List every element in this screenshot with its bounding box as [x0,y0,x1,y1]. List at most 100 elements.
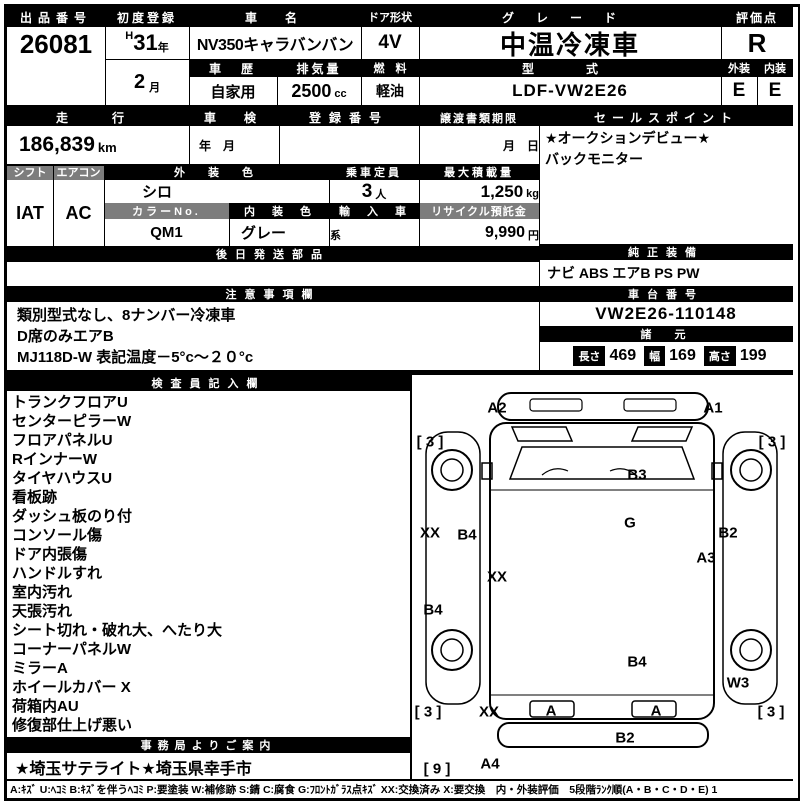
inspector-note-item: ダッシュ板のり付 [12,508,133,525]
wheel-rear-right-hub [739,638,763,662]
left-taillight-icon [529,700,575,718]
damage-marker: A2 [487,399,507,417]
inspector-note-item: ドア内張傷 [12,546,88,563]
damage-marker: A4 [480,755,500,773]
divider [419,7,420,246]
recycle-deposit-label: リサイクル預託金 [419,203,539,219]
score-value: R [747,27,767,58]
inspector-note-item: トランクフロアU [12,394,128,411]
note-line-2: D席のみエアB [17,328,114,345]
inspector-note-item: ミラーA [12,660,68,677]
exterior-color-label: 外 装 色 [104,164,329,180]
import-value [329,219,419,246]
damage-marker: B3 [627,466,647,484]
divider [7,779,793,781]
displacement-value: 2500 cc [277,77,361,105]
color-no-label: カラーNo. [104,203,229,219]
left-mirror-icon [481,462,493,480]
length-label: 長さ [573,346,606,366]
first-registration-year: H 31 年 [105,27,189,59]
shift-value: IAT [16,202,44,223]
inspector-note-item: 修復部仕上げ悪い [12,717,133,734]
interior-color-suffix: 系 [330,230,341,242]
wheel-front-right-hub [739,458,763,482]
divider [7,105,793,109]
later-parts-label: 後日発送部品 [7,246,539,262]
capacity-label: 乗車定員 [329,164,419,180]
score-label: 評価点 [721,7,793,27]
exterior-score-value: E [732,80,746,101]
registration-no-label: 登録番号 [279,109,419,126]
car-history-label: 車 歴 [189,59,277,77]
exterior-color-value: シロ [142,184,173,201]
max-load-unit: kg [526,188,539,200]
dimensions-label: 諸 元 [539,326,793,342]
displacement-label: 排気量 [277,59,361,77]
first-registration-label: 初度登録 [105,7,189,27]
model-code-label: 型 式 [419,59,721,77]
mileage-unit: km [97,140,117,155]
displacement-unit: cc [334,87,347,100]
interior-score-label: 内装 [757,59,793,77]
divider [7,370,793,375]
chassis-no-value: VW2E26-110148 [595,304,737,323]
notes-label: 注意事項欄 [7,286,539,302]
left-wiper-icon [541,468,569,476]
front-grille-right-icon [623,398,677,412]
divider [410,375,412,779]
divider [105,7,106,105]
recycle-deposit-value: 9,990 円 [419,219,549,246]
inspector-note-item: フロアパネルU [12,432,113,449]
height-label: 高さ [703,346,736,366]
damage-marker: B4 [423,601,443,619]
car-name-value: NV350キャラバンバン [196,37,354,54]
inspector-note-item: タイヤハウスU [12,470,113,487]
inspector-note-item: 荷箱内AU [12,698,79,715]
note-line-1: 類別型式なし、8ナンバー冷凍車 [17,307,236,324]
inspector-note-item: ハンドルすれ [12,565,103,582]
model-code-value: LDF-VW2E26 [512,81,628,100]
auction-no-value: 26081 [19,28,93,59]
right-mirror-icon [711,462,723,480]
damage-marker: [ 3 ] [414,703,442,721]
mileage-number: 186,839 [19,133,95,156]
auction-no-label: 出品番号 [7,7,105,27]
shaken-value: 年 月 [199,138,236,153]
registration-no-value [279,126,419,164]
height-value: 199 [739,347,767,364]
wheel-rear-right-icon [730,629,772,671]
shift-label: シフト [7,164,53,180]
max-load-value: 1,250 kg [419,180,547,203]
divider [279,109,280,164]
car-history-value: 自家用 [210,83,256,101]
damage-marker: [ 3 ] [757,703,785,721]
car-outline [425,392,778,748]
interior-color-value: グレー 系 [229,219,355,246]
door-shape-value: 4V [378,32,402,53]
damage-marker: B2 [718,524,738,542]
left-headlight-icon [510,426,574,442]
displacement-number: 2500 [291,80,332,101]
transfer-docs-value: 月 日 [502,138,539,153]
sales-points-label: セールスポイント [539,109,793,126]
exterior-score-label: 外装 [721,59,757,77]
divider [229,203,230,246]
first-registration-month: 2 月 [105,59,189,105]
wheel-rear-left-icon [431,629,473,671]
inspector-notes-label: 検査員記入欄 [7,375,410,391]
windshield [508,446,696,480]
interior-score-value: E [768,80,782,101]
wheel-front-right-icon [730,449,772,491]
interior-color-label: 内 装 色 [229,203,329,219]
car-body [489,422,715,720]
capacity-value: 3 人 [329,180,419,203]
left-side-panel [425,431,481,705]
wheel-front-left-icon [431,449,473,491]
inspector-note-item: 看板跡 [12,489,58,506]
divider [721,7,722,105]
front-bumper [497,392,709,421]
capacity-number: 3 [361,180,373,202]
sales-point-line-1: ★オークションデビュー★ [545,130,711,146]
damage-marker: A3 [696,549,716,567]
